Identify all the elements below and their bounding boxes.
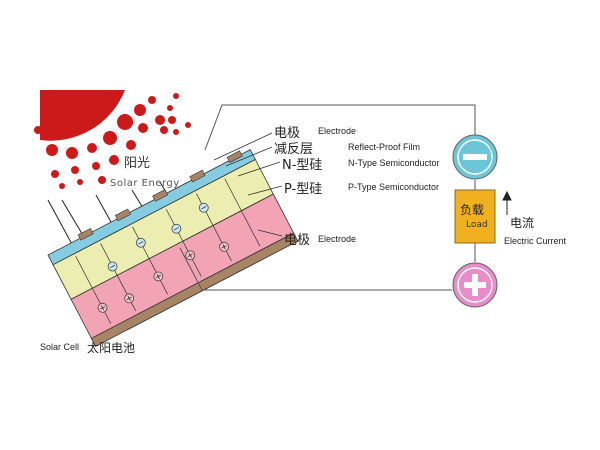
bottom-wire xyxy=(179,247,452,291)
current-label-en: Electric Current xyxy=(504,236,567,246)
carrier-sign xyxy=(222,244,226,250)
top-electrode-label-en: Electrode xyxy=(318,126,357,136)
sun-particle xyxy=(138,123,148,133)
sun-particle xyxy=(51,170,59,178)
bottom-electrode-label-en: Electrode xyxy=(318,234,357,244)
caption-en: Solar Cell xyxy=(40,342,80,352)
sun-particle xyxy=(168,116,176,124)
carrier-sign xyxy=(127,295,131,301)
n-type-label-cn: N-型硅 xyxy=(282,158,323,173)
label-leaders xyxy=(213,132,283,237)
p-type-label-cn: P-型硅 xyxy=(284,182,323,197)
minus-icon xyxy=(463,154,487,160)
sun-particle xyxy=(160,126,168,134)
carrier-sign xyxy=(100,305,105,311)
electrode-finger xyxy=(226,150,243,163)
sun-particle xyxy=(46,144,58,156)
sun-particle xyxy=(77,179,83,185)
negative-terminal xyxy=(452,134,498,180)
sun-particle xyxy=(126,140,136,150)
n-type-label-en: N-Type Semiconductor xyxy=(348,158,440,168)
circuit-wires xyxy=(179,104,476,291)
sun-label-en: Solar Energy xyxy=(110,178,180,189)
carrier-sign xyxy=(201,206,207,210)
sun-particle xyxy=(173,129,179,135)
carrier-sign xyxy=(138,241,144,245)
sun-disc xyxy=(40,90,125,141)
carrier-path xyxy=(75,256,112,324)
top-electrode-label-cn: 电极 xyxy=(274,126,301,141)
sun-label-cn: 阳光 xyxy=(124,156,151,171)
plus-icon-vertical xyxy=(472,274,478,296)
carrier-path xyxy=(165,209,202,277)
sun-particle xyxy=(134,104,146,116)
electrode-finger xyxy=(77,227,94,241)
sun-particle xyxy=(117,114,133,130)
carrier-sign xyxy=(188,252,192,258)
carrier-path xyxy=(132,226,168,295)
solar-cell-stack xyxy=(47,149,299,347)
sun-particle xyxy=(167,105,173,111)
current-label-cn: 电流 xyxy=(510,216,535,230)
sun-particle xyxy=(103,131,117,145)
p-type-label-en: P-Type Semiconductor xyxy=(348,182,440,192)
electrode-finger xyxy=(114,208,131,222)
positive-terminal xyxy=(452,262,498,308)
sun-particle xyxy=(185,122,191,128)
load-label-en: Load xyxy=(466,220,488,230)
sun-particle xyxy=(59,183,65,189)
current-arrow-icon xyxy=(502,190,512,215)
top-wire xyxy=(204,104,476,151)
bottom-electrode-label-cn: 电极 xyxy=(284,233,311,248)
electrode-finger xyxy=(152,189,169,202)
sun-particle xyxy=(92,162,100,170)
electrode-finger xyxy=(189,169,206,183)
sun-particle xyxy=(71,166,79,174)
sun-particle xyxy=(155,115,165,125)
sun-particle xyxy=(98,176,106,184)
sun xyxy=(40,90,125,141)
carrier-path xyxy=(224,178,261,247)
load-label-cn: 负载 xyxy=(460,203,485,217)
charge-carriers xyxy=(75,178,261,324)
bottom-electrode-layer xyxy=(90,232,299,347)
antireflect-label-en: Reflect-Proof Film xyxy=(348,142,421,152)
carrier-sign xyxy=(156,273,160,279)
sun-particle xyxy=(87,143,97,153)
sun-particle xyxy=(173,93,179,99)
top-electrode-fingers xyxy=(77,150,243,241)
sunlight-particles xyxy=(34,93,191,189)
antireflect-label-cn: 减反层 xyxy=(274,142,314,157)
sun-particle xyxy=(34,126,42,134)
carrier-sign xyxy=(173,227,179,231)
sun-particle xyxy=(66,147,78,159)
load-box xyxy=(454,189,496,244)
sun-particle xyxy=(109,155,119,165)
sun-particle xyxy=(148,96,156,104)
carrier-sign xyxy=(110,264,116,269)
caption-cn: 太阳电池 xyxy=(87,341,136,355)
